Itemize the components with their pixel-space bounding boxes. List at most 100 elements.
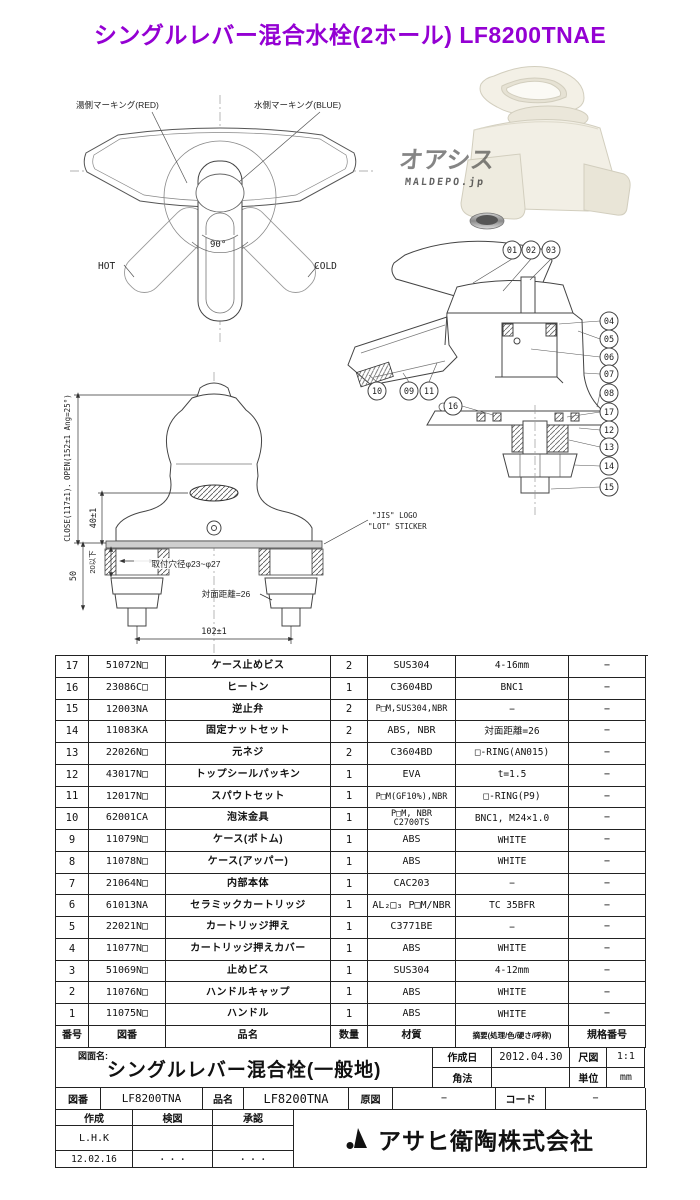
parts-header-cell: 番号 xyxy=(56,1026,89,1048)
parts-cell: 1 xyxy=(331,938,368,961)
callout: 15 xyxy=(604,483,614,493)
parts-cell: ABS xyxy=(368,851,456,874)
parts-cell: カートリッジ押え xyxy=(166,917,331,939)
parts-cell: EVA xyxy=(368,764,456,787)
company-logo-area: アサヒ衛陶株式会社 xyxy=(294,1110,647,1168)
parts-cell: 11076N□ xyxy=(89,982,166,1005)
callout: 08 xyxy=(604,389,614,399)
parts-cell: CAC203 xyxy=(368,873,456,896)
parts-cell: 1 xyxy=(331,808,368,831)
parts-cell: 1 xyxy=(331,960,368,983)
parts-cell: 2 xyxy=(56,982,89,1005)
check-sign xyxy=(133,1126,213,1151)
dim-40: 40±1 xyxy=(89,508,99,528)
code-value: − xyxy=(546,1088,646,1110)
parts-cell: 対面距離=26 xyxy=(456,721,569,744)
callout: 01 xyxy=(507,246,517,256)
parts-cell: 1 xyxy=(331,873,368,896)
parts-cell: 16 xyxy=(56,677,89,700)
parts-cell: SUS304 xyxy=(368,656,456,678)
parts-header-cell: 品名 xyxy=(166,1026,331,1048)
create-col-label: 作成 xyxy=(56,1110,133,1126)
parts-cell: 1 xyxy=(331,677,368,700)
parts-cell: 14 xyxy=(56,721,89,744)
hinmei-value: LF8200TNA xyxy=(244,1088,349,1110)
watermark-bottom: MALDEPO.jp xyxy=(404,176,485,188)
parts-cell: 22021N□ xyxy=(89,917,166,939)
callout-balloons: 01 02 03 04 05 06 07 08 17 12 13 14 15 1… xyxy=(367,240,619,497)
parts-cell: ABS, NBR xyxy=(368,721,456,744)
approve-col-label: 承認 xyxy=(213,1110,294,1126)
callout: 03 xyxy=(546,246,556,256)
parts-cell: 泡沫金具 xyxy=(166,808,331,831)
hole-dia-label: 取付穴径φ23~φ27 xyxy=(152,559,221,569)
parts-cell: 13 xyxy=(56,743,89,765)
parts-cell: 1 xyxy=(331,917,368,939)
parts-cell: − xyxy=(456,873,569,896)
parts-header-cell: 摘要(処理/色/硬さ/呼称) xyxy=(456,1026,569,1048)
parts-cell: 3 xyxy=(56,960,89,983)
cold-label: COLD xyxy=(314,261,337,272)
parts-cell: ABS xyxy=(368,1004,456,1027)
callout: 12 xyxy=(604,426,614,436)
parts-cell: 43017N□ xyxy=(89,764,166,787)
parts-cell: − xyxy=(456,699,569,722)
parts-cell: ABS xyxy=(368,830,456,852)
company-logo-icon xyxy=(346,1127,367,1149)
parts-cell: 23086C□ xyxy=(89,677,166,700)
hinmei-label: 品名 xyxy=(203,1088,244,1110)
callout: 16 xyxy=(448,402,458,412)
hot-marking-label: 湯側マーキング(RED) xyxy=(76,100,159,110)
approve-sign xyxy=(213,1126,294,1151)
parts-cell: 固定ナットセット xyxy=(166,721,331,744)
parts-cell: 11075N□ xyxy=(89,1004,166,1027)
parts-cell: 1 xyxy=(331,764,368,787)
parts-cell: TC 35BFR xyxy=(456,895,569,918)
parts-cell: セラミックカートリッジ xyxy=(166,895,331,918)
parts-cell: トップシールパッキン xyxy=(166,764,331,787)
parts-cell: 4-12mm xyxy=(456,960,569,983)
callout: 17 xyxy=(604,408,614,418)
callout: 02 xyxy=(526,246,536,256)
parts-cell: − xyxy=(569,938,646,961)
parts-cell: 11077N□ xyxy=(89,938,166,961)
parts-cell: 逆止弁 xyxy=(166,699,331,722)
created-date: 2012.04.30 xyxy=(492,1047,571,1068)
unit-value: mm xyxy=(607,1067,646,1088)
parts-cell: 51072N□ xyxy=(89,656,166,678)
parts-cell: C3771BE xyxy=(368,917,456,939)
genzu-label: 原図 xyxy=(349,1088,393,1110)
cold-marking-label: 水側マーキング(BLUE) xyxy=(254,100,341,110)
parts-cell: 17 xyxy=(56,656,89,678)
parts-cell: P□M,SUS304,NBR xyxy=(368,699,456,722)
parts-cell: ABS xyxy=(368,938,456,961)
parts-cell: 12017N□ xyxy=(89,786,166,809)
parts-cell: − xyxy=(569,699,646,722)
parts-cell: 4 xyxy=(56,938,89,961)
create-date: 12.02.16 xyxy=(56,1151,133,1168)
parts-cell: − xyxy=(456,917,569,939)
parts-cell: ハンドルキャップ xyxy=(166,982,331,1005)
callout: 09 xyxy=(404,387,414,397)
parts-header-cell: 材質 xyxy=(368,1026,456,1048)
parts-cell: − xyxy=(569,982,646,1005)
parts-cell: WHITE xyxy=(456,1004,569,1027)
parts-cell: − xyxy=(569,677,646,700)
page-title: シングルレバー混合水栓(2ホール) LF8200TNAE xyxy=(93,22,607,48)
title-block: 図面名: シングルレバー混合栓(一般地) 作成日 2012.04.30 尺図 1… xyxy=(55,1047,647,1168)
code-label: コード xyxy=(496,1088,546,1110)
parts-cell: 1 xyxy=(56,1004,89,1027)
parts-cell: 12003NA xyxy=(89,699,166,722)
scale-value: 1:1 xyxy=(607,1047,646,1068)
zuban-label: 図番 xyxy=(56,1088,101,1110)
parts-cell: 10 xyxy=(56,808,89,831)
parts-cell: 1 xyxy=(331,851,368,874)
drawing-name: シングルレバー混合栓(一般地) xyxy=(106,1060,382,1081)
parts-cell: 2 xyxy=(331,721,368,744)
callout: 14 xyxy=(604,462,614,472)
parts-cell: 15 xyxy=(56,699,89,722)
parts-cell: P□M(GF10%),NBR xyxy=(368,786,456,809)
front-view-drawing: CLOSE(117±1)．OPEN(152±1 Ang=25°) 40±1 20… xyxy=(63,372,427,654)
